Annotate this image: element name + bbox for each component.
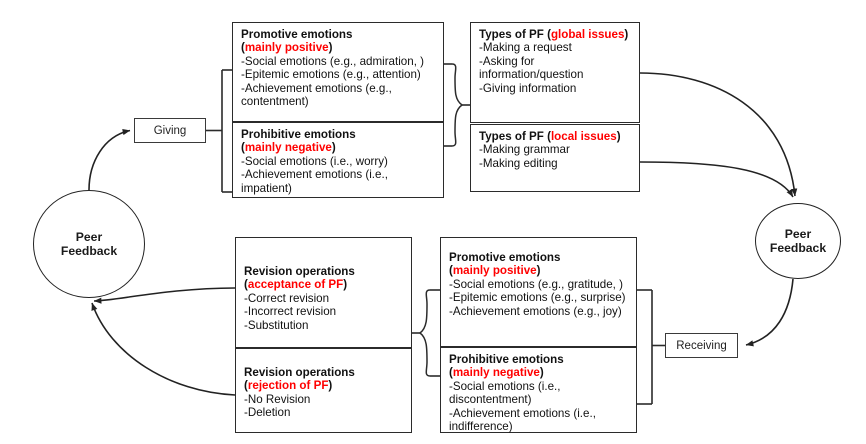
peer-feedback-node-right[interactable]: Peer Feedback [755, 203, 841, 279]
box-subheader: (mainly positive) [449, 264, 629, 277]
box-item: -Achievement emotions (e.g., joy) [449, 304, 622, 318]
brace-emotions-to-pftypes [451, 63, 464, 147]
box-item: -Making a request [479, 41, 572, 55]
box-item: -Asking for information/question [479, 54, 584, 82]
header-prefix: Types of PF ( [479, 130, 551, 143]
box-promotive-emotions-receiving[interactable]: Promotive emotions (mainly positive) -So… [440, 237, 637, 347]
box-header: Prohibitive emotions [449, 353, 564, 366]
arrow-revision-rejection-to-peerfeedback [91, 302, 236, 396]
box-promotive-emotions-giving[interactable]: Promotive emotions (mainly positive) -So… [232, 22, 444, 122]
subheader-emphasis: acceptance of PF [247, 278, 344, 292]
box-header: Promotive emotions [241, 28, 353, 41]
box-subheader: (acceptance of PF) [244, 278, 404, 291]
receiving-label: Receiving [676, 339, 727, 352]
paren-open: ( [244, 278, 248, 292]
arrow-pflocal-to-peerfeedback [639, 161, 794, 198]
peer-feedback-right-line2: Feedback [769, 241, 827, 255]
header-prefix: Types of PF ( [479, 28, 551, 41]
subheader-emphasis: mainly positive [244, 41, 329, 55]
box-subheader: (mainly positive) [241, 41, 436, 54]
box-header: Promotive emotions [449, 251, 561, 264]
box-header: Prohibitive emotions [241, 128, 356, 141]
box-prohibitive-emotions-receiving[interactable]: Prohibitive emotions (mainly negative) -… [440, 347, 637, 433]
subheader-emphasis: mainly negative [244, 141, 332, 155]
subheader-emphasis: mainly positive [452, 264, 537, 278]
arrow-peerfeedback-to-receiving [745, 278, 794, 347]
peer-feedback-right-line1: Peer [784, 226, 812, 241]
box-item: -Correct revision [244, 291, 330, 305]
header-suffix: ) [624, 28, 629, 41]
box-item: -Giving information [479, 81, 577, 95]
paren-open: ( [449, 366, 453, 380]
subheader-emphasis: mainly negative [452, 366, 540, 380]
box-item: -Social emotions (e.g., gratitude, ) [449, 277, 623, 291]
peer-feedback-node-left[interactable]: Peer Feedback [33, 190, 145, 298]
giving-label: Giving [153, 124, 187, 137]
box-item: -Achievement emotions (e.g., contentment… [241, 81, 392, 109]
subheader-emphasis: rejection of PF [247, 379, 329, 393]
box-item: -Social emotions (i.e., worry) [241, 154, 388, 168]
paren-close: ) [328, 379, 333, 393]
box-item: -Incorrect revision [244, 305, 337, 319]
brace-revision-to-emotions [418, 289, 431, 377]
header-emphasis: local issues [550, 130, 617, 143]
box-item: -Social emotions (e.g., admiration, ) [241, 54, 424, 68]
arrow-peerfeedback-to-giving [88, 129, 131, 191]
box-prohibitive-emotions-giving[interactable]: Prohibitive emotions (mainly negative) -… [232, 122, 444, 198]
box-item: -Epitemic emotions (e.g., surprise) [449, 291, 626, 305]
box-subheader: (rejection of PF) [244, 379, 404, 392]
header-emphasis: global issues [550, 28, 625, 41]
paren-open: ( [244, 379, 248, 393]
paren-close: ) [343, 278, 348, 292]
paren-close: ) [539, 366, 544, 380]
paren-close: ) [328, 41, 333, 55]
paren-open: ( [241, 141, 245, 155]
box-subheader: (mainly negative) [241, 141, 436, 154]
box-header: Types of PF (local issues) [479, 130, 632, 143]
box-item: -Achievement emotions (i.e., indifferenc… [449, 406, 596, 434]
box-item: -Social emotions (i.e., discontentment) [449, 379, 561, 407]
box-item: -No Revision [244, 392, 311, 406]
box-revision-operations-rejection[interactable]: Revision operations (rejection of PF) -N… [235, 348, 412, 433]
box-types-of-pf-global[interactable]: Types of PF (global issues) -Making a re… [470, 22, 640, 123]
peer-feedback-left-line2: Feedback [60, 244, 118, 258]
peer-feedback-right-label: Peer Feedback [770, 227, 826, 256]
peer-feedback-left-line1: Peer [75, 229, 103, 244]
arrow-pfglobal-to-peerfeedback [639, 72, 798, 197]
box-item: -Achievement emotions (i.e., impatient) [241, 168, 388, 195]
box-item: -Making grammar [479, 143, 570, 157]
paren-close: ) [331, 141, 336, 155]
receiving-node[interactable]: Receiving [665, 333, 738, 358]
box-header: Revision operations [244, 366, 355, 379]
box-header: Revision operations [244, 265, 355, 278]
box-revision-operations-acceptance[interactable]: Revision operations (acceptance of PF) -… [235, 237, 412, 348]
giving-node[interactable]: Giving [134, 118, 206, 143]
peer-feedback-left-label: Peer Feedback [61, 230, 117, 259]
header-suffix: ) [616, 130, 621, 143]
box-types-of-pf-local[interactable]: Types of PF (local issues) -Making gramm… [470, 124, 640, 192]
paren-open: ( [449, 264, 453, 278]
box-item: -Substitution [244, 318, 309, 332]
paren-open: ( [241, 41, 245, 55]
box-subheader: (mainly negative) [449, 366, 629, 379]
paren-close: ) [536, 264, 541, 278]
box-item: -Making editing [479, 156, 558, 170]
box-item: -Deletion [244, 406, 291, 420]
box-header: Types of PF (global issues) [479, 28, 632, 41]
box-item: -Epitemic emotions (e.g., attention) [241, 68, 421, 82]
